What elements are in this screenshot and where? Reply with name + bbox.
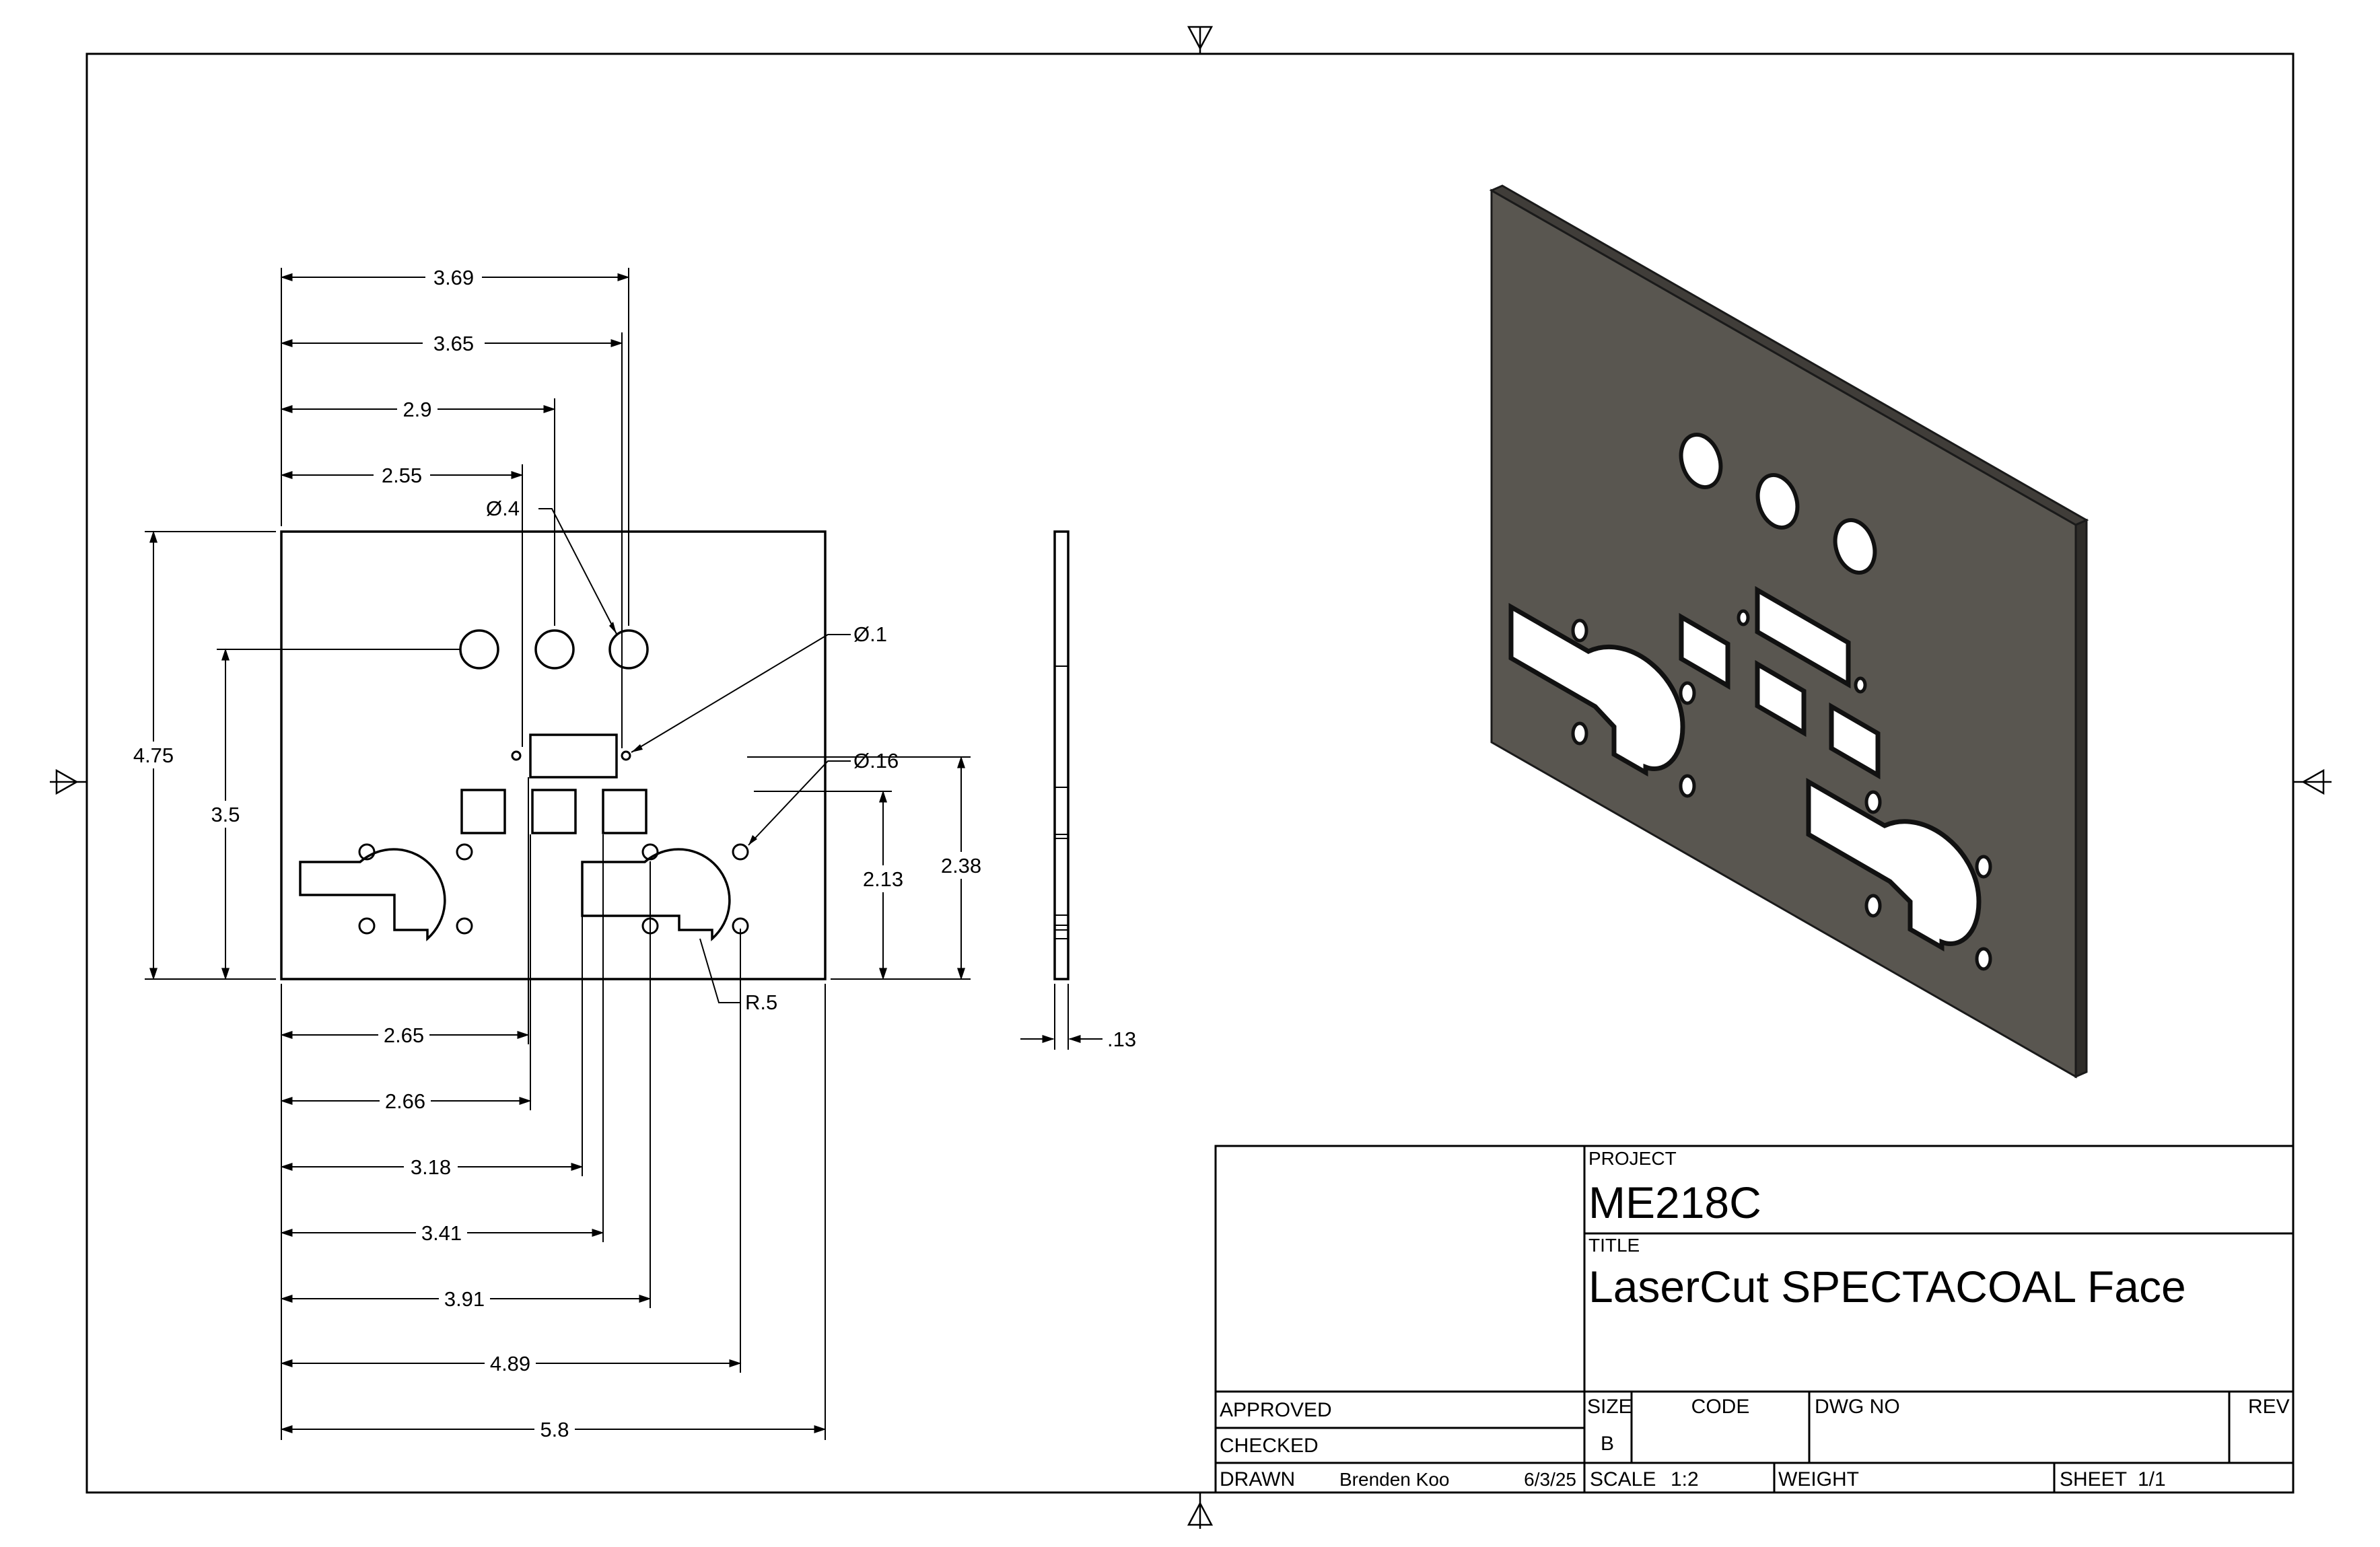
scale-value: 1:2 [1671, 1468, 1699, 1490]
rev-label: REV [2248, 1396, 2290, 1418]
iso-mount-hole [1571, 618, 1588, 643]
mount-hole [641, 843, 659, 861]
hole-circle [608, 629, 649, 670]
iso-mount-hole [1679, 774, 1696, 798]
dim-label: 3.41 [421, 1221, 462, 1245]
callout-leaders [538, 508, 851, 1003]
sheet-border [85, 52, 2295, 1494]
side-view-outline [1053, 530, 1070, 980]
project-label: PROJECT [1588, 1148, 1677, 1169]
iso-mount-hole [1571, 721, 1588, 746]
front-view-outline [280, 530, 827, 980]
mount-hole [732, 843, 749, 861]
title-label: TITLE [1588, 1235, 1640, 1256]
dim-label: 4.75 [133, 744, 174, 767]
left-extension-lines [145, 531, 460, 980]
top-extension-lines [281, 268, 629, 748]
drawn-by: Brenden Koo [1339, 1469, 1449, 1490]
title-block: PROJECT ME218C TITLE LaserCut SPECTACOAL… [1214, 1145, 2295, 1494]
iso-mount-hole [1864, 894, 1882, 918]
dim-label: 4.89 [490, 1352, 530, 1375]
callout-label: Ø.4 [486, 497, 520, 520]
drawing-title: LaserCut SPECTACOAL Face [1588, 1262, 2186, 1311]
dim-label: .13 [1107, 1028, 1136, 1051]
drawn-date: 6/3/25 [1524, 1469, 1576, 1490]
hole-circle [534, 629, 575, 670]
sheet-label: SHEET [2060, 1468, 2127, 1490]
dim-label: 2.38 [941, 854, 981, 877]
project-value: ME218C [1588, 1178, 1761, 1227]
slot-cutout [529, 733, 618, 779]
callout-label: Ø.16 [853, 749, 899, 772]
drawn-label: DRAWN [1220, 1468, 1295, 1490]
scale-label: SCALE [1590, 1468, 1656, 1490]
checked-label: CHECKED [1220, 1435, 1319, 1457]
center-marks [50, 26, 2332, 1529]
iso-mount-hole [1975, 855, 1992, 879]
iso-slot-cutout [1755, 585, 1851, 689]
iso-mount-hole [1679, 681, 1696, 705]
dim-label: 3.18 [411, 1155, 451, 1179]
code-label: CODE [1691, 1396, 1750, 1418]
callout-arrowheads [609, 622, 757, 845]
connector-cutout [581, 848, 731, 941]
iso-connector-cutout [1508, 602, 1685, 777]
mount-hole [456, 843, 473, 861]
size-label: SIZE [1587, 1396, 1632, 1418]
dim-label: 3.91 [444, 1287, 485, 1311]
iso-hole [1833, 517, 1877, 575]
mount-hole [358, 843, 376, 861]
iso-square-cutout [1829, 702, 1881, 780]
iso-hole [1679, 432, 1723, 490]
approved-label: APPROVED [1220, 1399, 1332, 1421]
square-cutout [460, 789, 506, 834]
dim-label: 3.69 [433, 266, 474, 289]
square-cutout [602, 789, 648, 834]
small-hole [621, 750, 631, 761]
dwg-no-label: DWG NO [1815, 1396, 1900, 1418]
dim-label: 2.65 [384, 1023, 424, 1047]
side-view: .13 [1020, 530, 1136, 1051]
weight-label: WEIGHT [1778, 1468, 1859, 1490]
dim-label: 2.66 [385, 1089, 425, 1113]
dim-label: 3.5 [211, 803, 240, 826]
iso-connector-cutout [1806, 777, 1982, 952]
mount-hole [358, 917, 376, 935]
connector-cutout [299, 848, 446, 941]
iso-mount-hole [1975, 947, 1992, 971]
mount-hole [456, 917, 473, 935]
sheet-value: 1/1 [2138, 1468, 2166, 1490]
callout-label: Ø.1 [853, 622, 887, 646]
iso-mount-hole [1737, 609, 1750, 626]
right-extension-lines [747, 756, 971, 980]
side-view-hidden-edges [1055, 665, 1068, 939]
isometric-view [1489, 184, 2089, 1079]
plate-side-edge [2074, 518, 2088, 1079]
dim-label: 5.8 [540, 1418, 569, 1441]
size-value: B [1601, 1433, 1614, 1455]
hole-circle [459, 629, 499, 670]
small-hole [511, 750, 522, 761]
iso-square-cutout [1679, 612, 1730, 690]
iso-hole [1755, 472, 1800, 530]
bottom-extension-lines [281, 777, 826, 1440]
iso-square-cutout [1755, 659, 1807, 737]
front-view: 3.69 3.65 2.9 2.55 [128, 264, 989, 1443]
dim-label: 2.9 [403, 398, 431, 421]
dim-label: 2.55 [382, 464, 422, 487]
iso-mount-hole [1864, 790, 1882, 814]
callout-label: R.5 [745, 991, 777, 1014]
square-cutout [531, 789, 577, 834]
dim-label: 3.65 [433, 332, 474, 355]
dim-label: 2.13 [863, 867, 903, 891]
iso-mount-hole [1854, 676, 1867, 694]
